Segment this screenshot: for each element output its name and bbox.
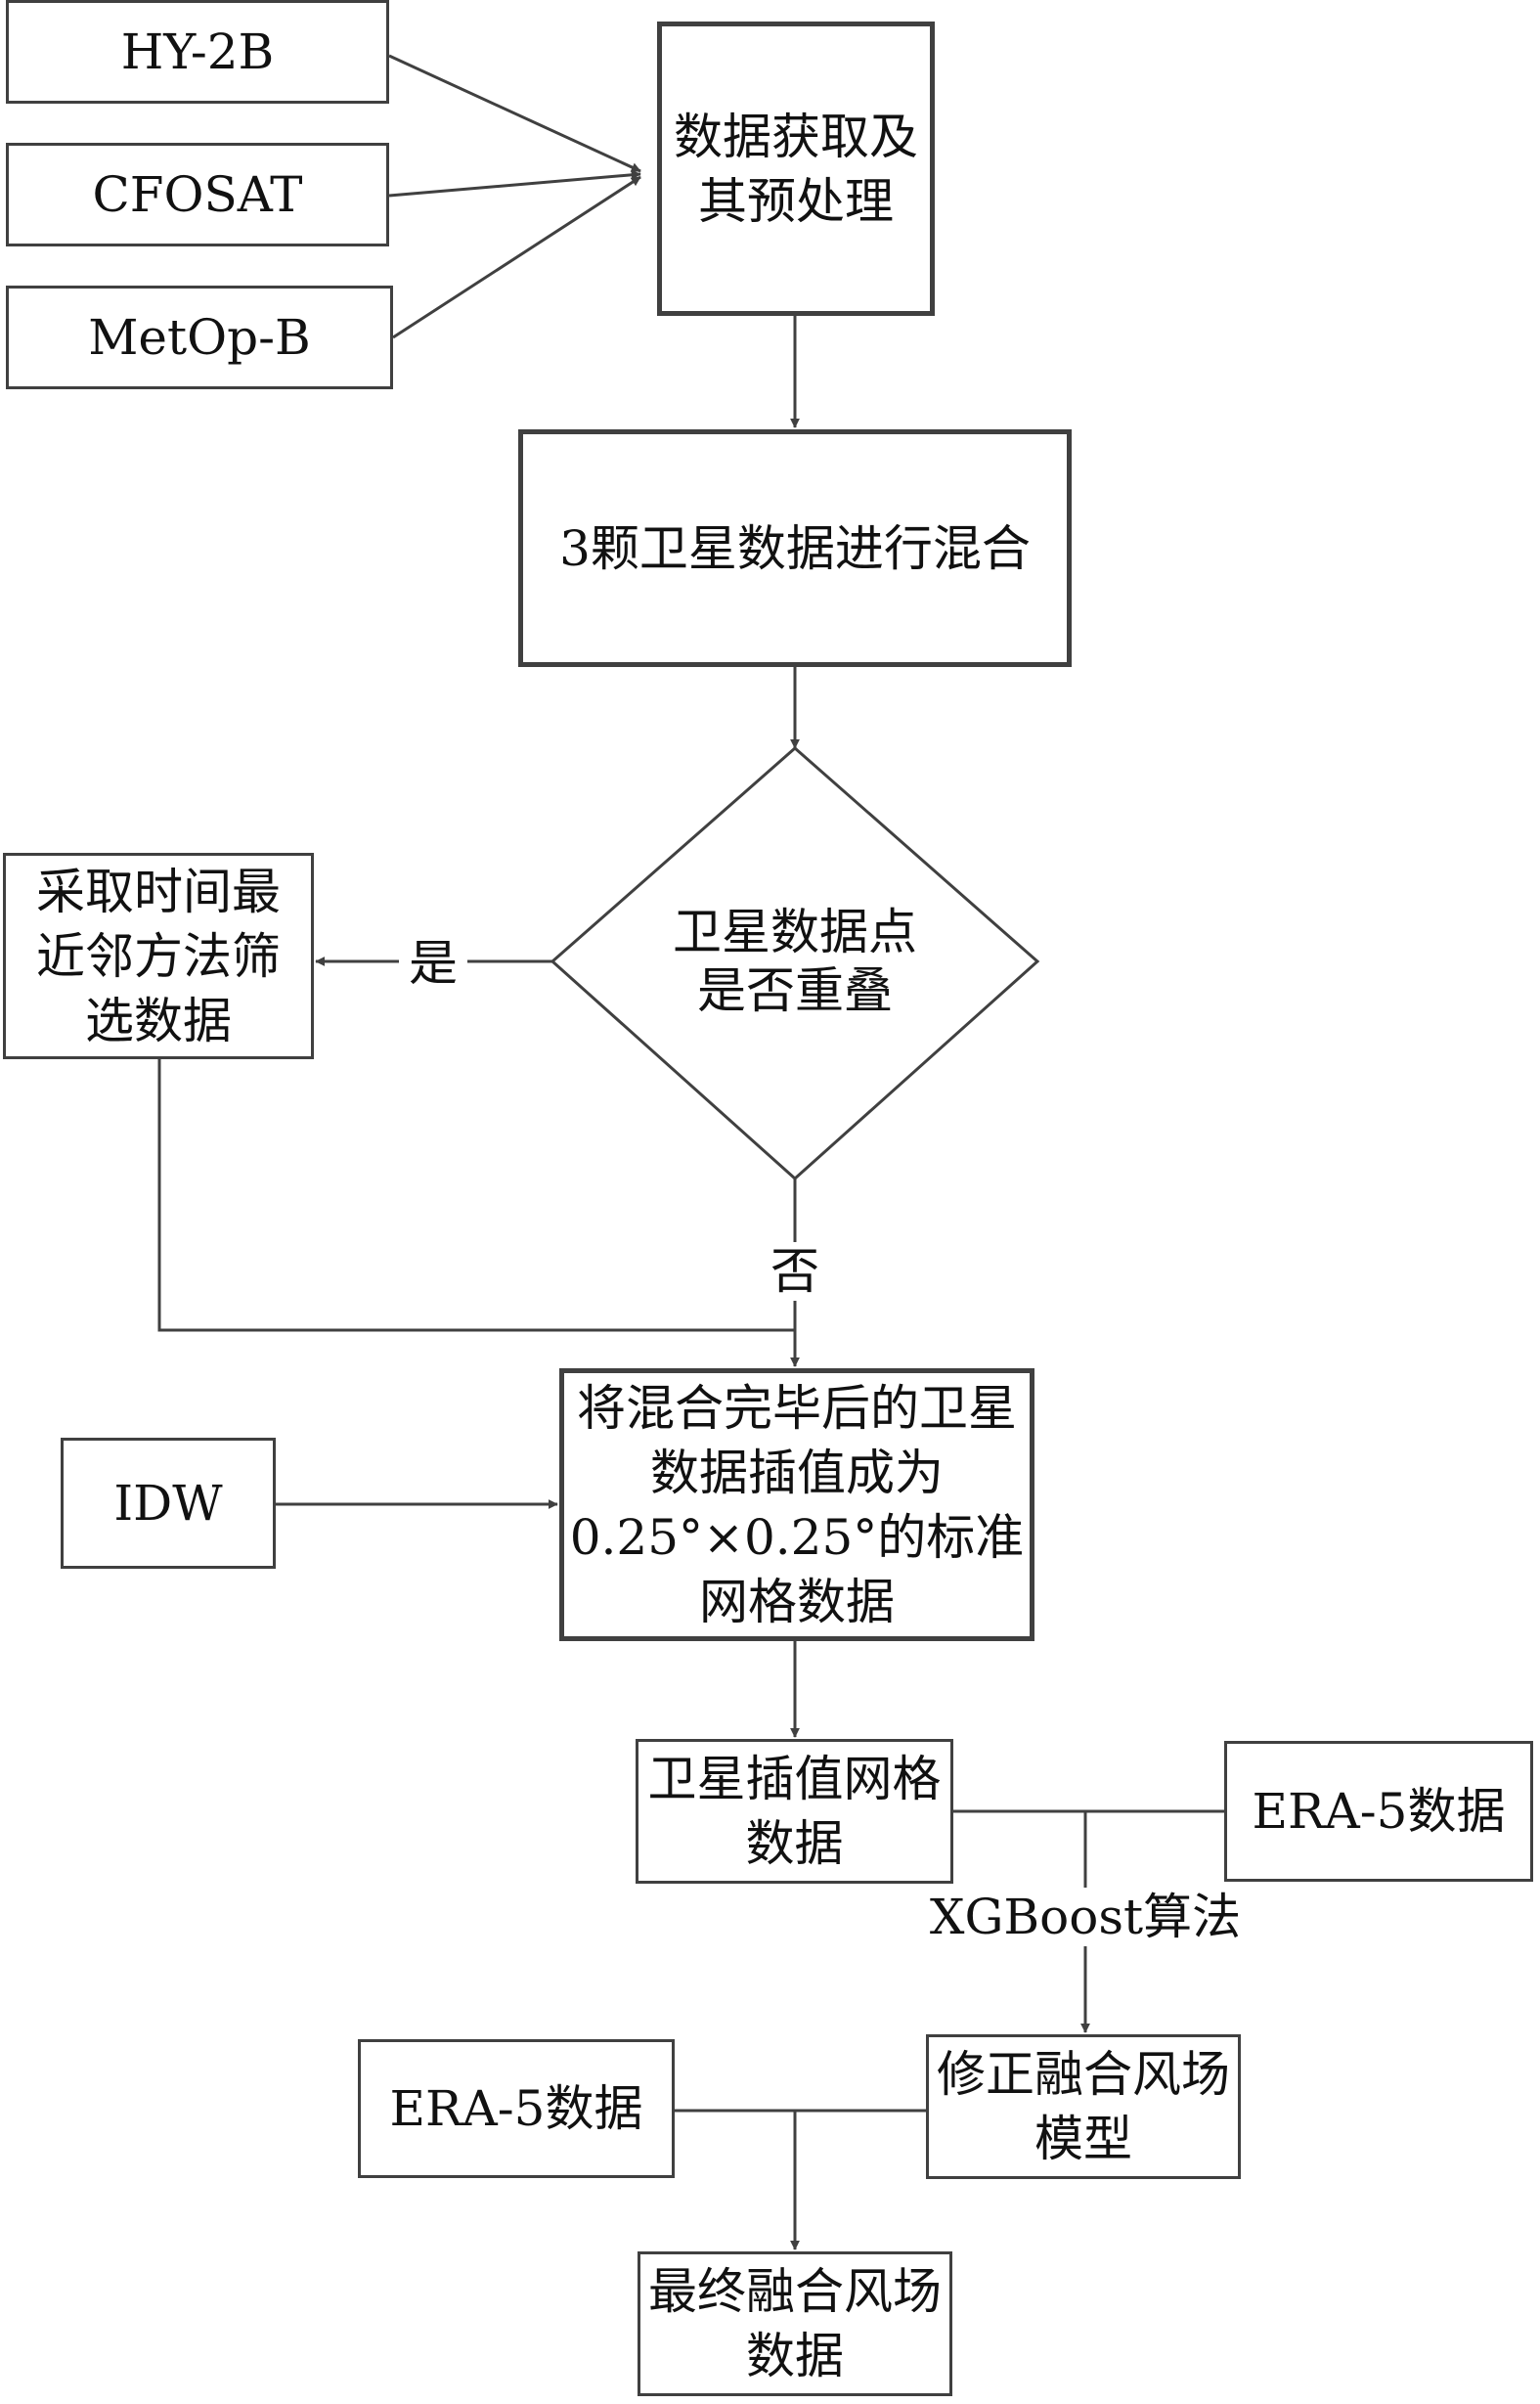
xgboost-label: XGBoost算法 [909, 1888, 1261, 1946]
edge-nearest-join [157, 1059, 795, 1332]
blend-node: 3颗卫星数据进行混合 [518, 429, 1072, 667]
final-node: 最终融合风场 数据 [638, 2251, 952, 2396]
edge-cfosat-acquire [388, 169, 641, 198]
edge-hy2b-acquire [388, 54, 641, 173]
idw-node: IDW [61, 1438, 276, 1569]
era5-b-node: ERA-5数据 [358, 2039, 675, 2178]
metop-node: MetOp-B [6, 286, 393, 389]
yes-label: 是 [399, 934, 467, 993]
era5-a-node: ERA-5数据 [1224, 1741, 1533, 1882]
hy2b-node: HY-2B [6, 0, 389, 104]
decision-diamond [550, 746, 1040, 1181]
grid-node: 卫星插值网格 数据 [636, 1739, 953, 1884]
cfosat-node: CFOSAT [6, 143, 389, 246]
no-label: 否 [761, 1242, 829, 1301]
interp-node: 将混合完毕后的卫星 数据插值成为 0.25°×0.25°的标准 网格数据 [559, 1368, 1034, 1641]
acquire-node: 数据获取及 其预处理 [657, 22, 935, 316]
nearest-node: 采取时间最 近邻方法筛 选数据 [3, 853, 314, 1059]
model-node: 修正融合风场 模型 [926, 2034, 1241, 2179]
decision-label: 卫星数据点 是否重叠 [673, 904, 917, 1019]
edge-metop-acquire [392, 175, 641, 339]
